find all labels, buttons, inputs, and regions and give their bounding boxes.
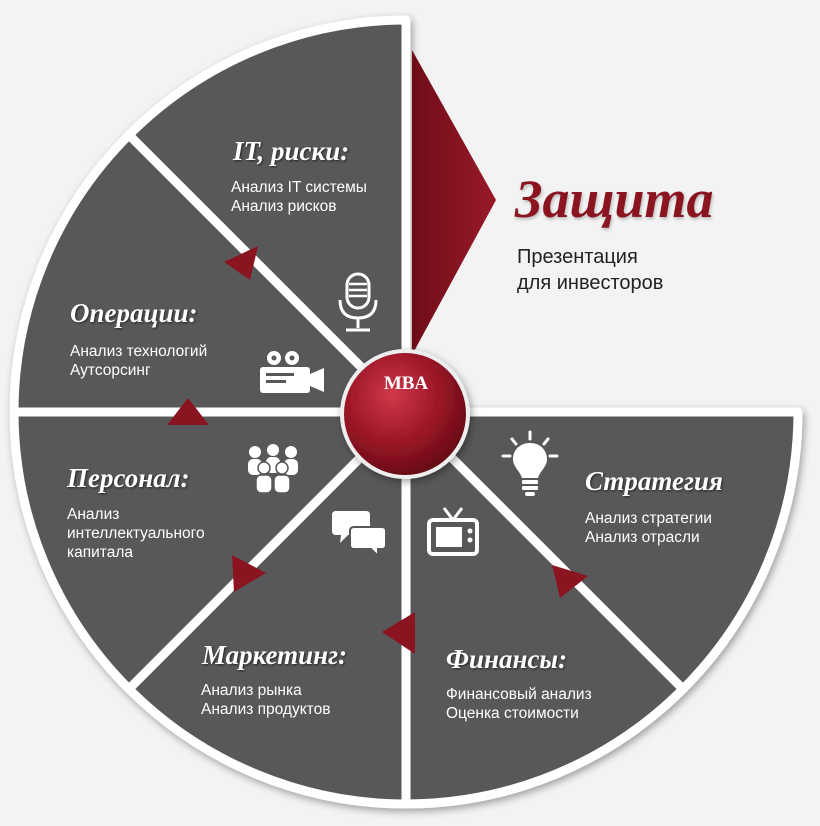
- lightbulb-icon: [501, 430, 559, 496]
- segment-finance: [401, 407, 688, 809]
- center-circle: [340, 349, 470, 479]
- segment-line: Анализ рисков: [231, 198, 337, 215]
- center-label: MBA: [383, 373, 429, 394]
- segment-line: Аутсорсинг: [70, 362, 151, 379]
- segment-line: Анализ отрасли: [585, 529, 700, 546]
- segment-strategy: [401, 407, 803, 694]
- arrow-marker: [224, 246, 258, 280]
- segment-title-personnel: Персонал:: [67, 463, 190, 493]
- segment-title-finance: Финансы:: [446, 644, 568, 674]
- segment-lines-it-risks: Анализ IT системы Анализ рисков: [231, 178, 367, 216]
- segment-lines-strategy: Анализ стратегии Анализ отрасли: [585, 509, 712, 547]
- segment-lines-operations: Анализ технологий Аутсорсинг: [70, 342, 207, 380]
- segment-line: интеллектуального: [67, 525, 205, 542]
- segment-title-marketing: Маркетинг:: [202, 640, 348, 670]
- segment-line: Анализ стратегии: [585, 510, 712, 527]
- segment-title-operations: Операции:: [70, 298, 198, 328]
- segment-operations: [9, 130, 411, 417]
- segment-line: Анализ IT системы: [231, 179, 367, 196]
- segment-line: капитала: [67, 544, 134, 561]
- speech-bubbles-icon: [332, 511, 386, 557]
- segment-personnel: [9, 407, 411, 694]
- segment-line: Оценка стоимости: [446, 705, 579, 722]
- segment-marketing: [124, 407, 411, 809]
- segment-line: Финансовый анализ: [446, 686, 592, 703]
- segment-title-strategy: Стратегия: [585, 466, 723, 496]
- segment-line: Анализ технологий: [70, 343, 208, 360]
- segment-title-it-risks: IT, риски:: [233, 136, 350, 166]
- segment-lines-finance: Финансовый анализ Оценка стоимости: [446, 685, 592, 723]
- segment-line: Анализ рынка: [201, 682, 302, 699]
- brand-title: Защита: [515, 169, 714, 229]
- arrow-marker: [552, 565, 588, 598]
- brand-subtitle-line: для инвесторов: [517, 272, 664, 294]
- people-group-icon: [248, 444, 298, 494]
- microphone-icon: [338, 272, 378, 332]
- arrow-marker: [232, 555, 266, 592]
- brand-subtitle: Презентация для инвесторов: [517, 244, 663, 296]
- tv-icon: [427, 507, 479, 556]
- protection-flag-shape: [412, 50, 496, 355]
- brand-subtitle-line: Презентация: [517, 246, 638, 268]
- segment-lines-marketing: Анализ рынка Анализ продуктов: [201, 681, 330, 719]
- segment-line: Анализ продуктов: [201, 701, 331, 718]
- segment-it-risks: [124, 15, 411, 417]
- arrow-marker: [167, 398, 209, 425]
- arrow-marker: [382, 612, 415, 654]
- segment-line: Анализ: [67, 506, 120, 523]
- video-camera-icon: [260, 351, 324, 393]
- segment-lines-personnel: Анализ интеллектуального капитала: [67, 505, 205, 562]
